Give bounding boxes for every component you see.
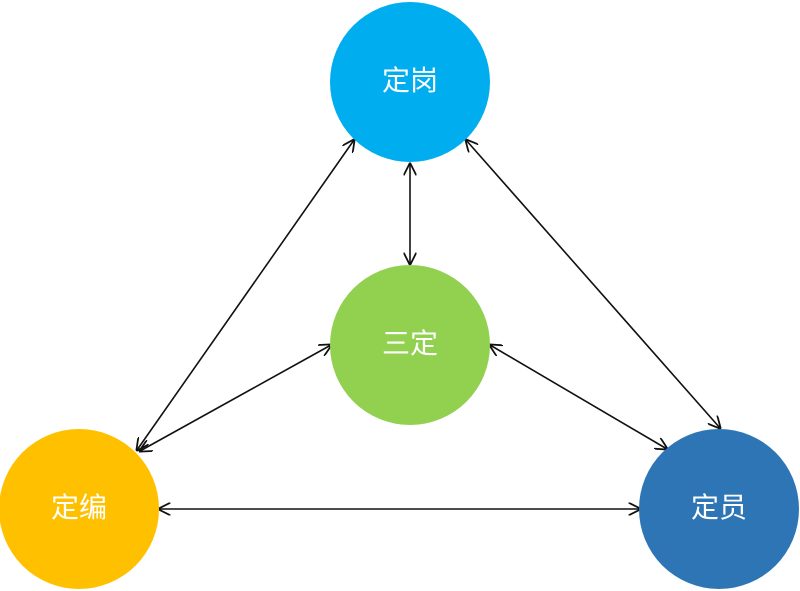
node-right: 定员: [639, 429, 799, 589]
node-top-circle: [330, 2, 490, 162]
node-center: 三定: [330, 265, 490, 425]
center-left-connector: [140, 345, 331, 451]
node-left-circle: [0, 429, 159, 589]
node-center-circle: [330, 265, 490, 425]
center-right-connector: [490, 345, 667, 449]
node-right-label: 定员: [691, 491, 747, 524]
top-right-connector: [466, 140, 720, 428]
node-left-label: 定编: [51, 491, 107, 524]
node-center-label: 三定: [382, 327, 438, 360]
node-left: 定编: [0, 429, 159, 589]
node-right-circle: [639, 429, 799, 589]
top-left-connector: [137, 140, 354, 450]
node-top: 定岗: [330, 2, 490, 162]
node-top-label: 定岗: [382, 64, 438, 97]
